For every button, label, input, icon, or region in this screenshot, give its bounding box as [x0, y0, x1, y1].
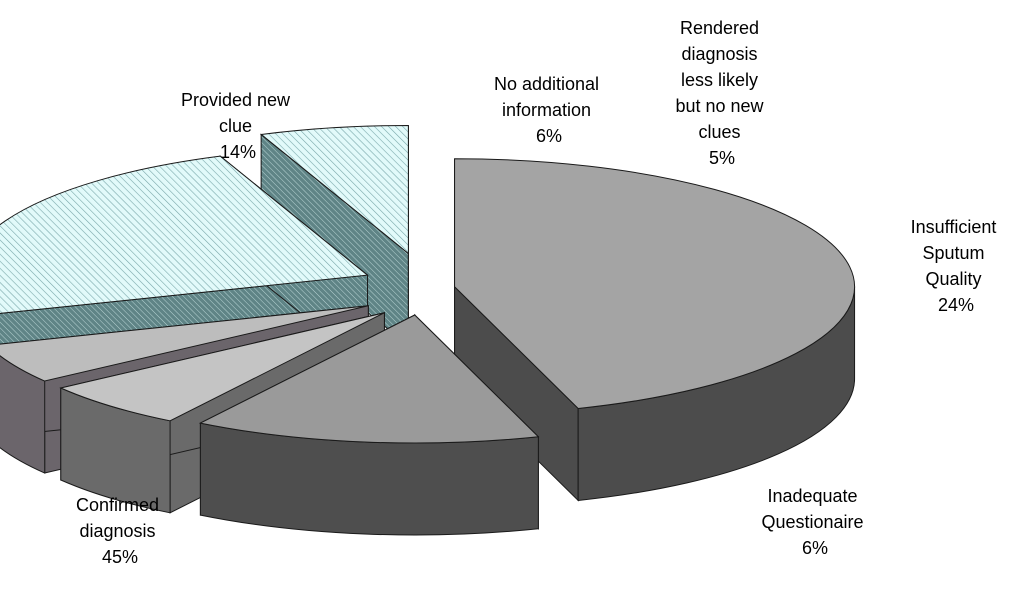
slice-label-new-clue: Provided new clue 14% [181, 90, 295, 162]
slice-label-questionaire: Inadequate Questionaire 6% [761, 486, 868, 558]
slice-new-clue [198, 314, 540, 444]
slice-label-sputum: Insufficient Sputum Quality 24% [911, 217, 1002, 315]
slice-questionaire [259, 124, 409, 255]
slice-label-confirmed: Confirmed diagnosis 45% [76, 495, 164, 567]
slice-less-likely [0, 305, 369, 382]
slice-sputum [0, 155, 369, 314]
slice-confirmed [454, 158, 856, 409]
slice-no-info [59, 312, 385, 422]
slice-label-less-likely: Rendered diagnosis less likely but no ne… [675, 18, 768, 168]
slice-label-no-info: No additional information 6% [494, 74, 604, 146]
